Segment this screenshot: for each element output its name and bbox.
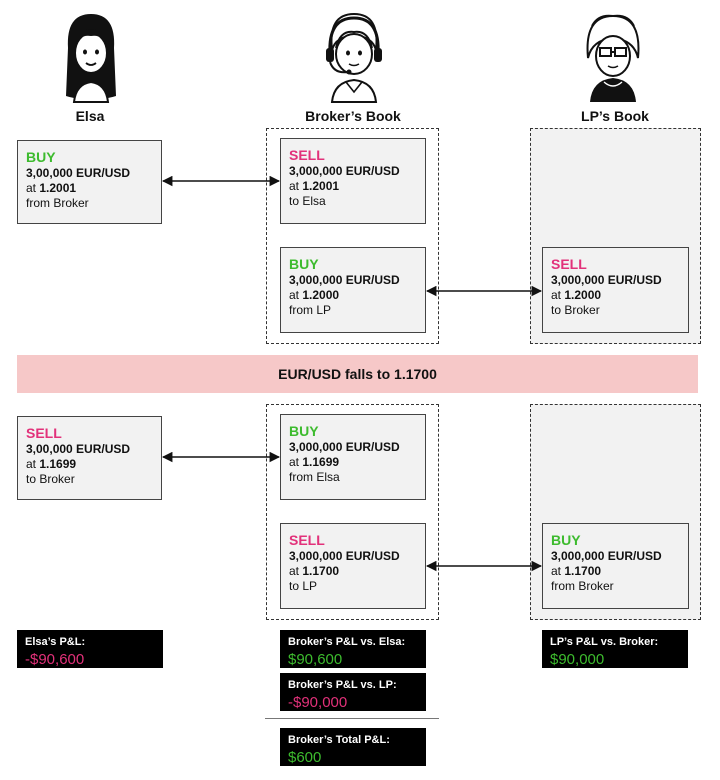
broker-trade-card-bottom-1: BUY 3,000,000 EUR/USD at 1.1699 from Els… [280, 414, 426, 500]
trade-price-line: at 1.1699 [26, 457, 153, 472]
pnl-label: Broker’s P&L vs. Elsa: [288, 636, 406, 648]
trade-price: 1.1700 [564, 564, 602, 578]
trade-side: BUY [26, 149, 56, 165]
trade-price-line: at 1.2000 [289, 288, 417, 303]
pnl-label: LP’s P&L vs. Broker: [550, 636, 659, 648]
trade-side: BUY [551, 532, 581, 548]
trade-amount: 3,000,000 EUR/USD [289, 440, 400, 454]
trade-price-line: at 1.2001 [289, 179, 417, 194]
column-title-broker: Broker’s Book [305, 108, 401, 124]
pnl-value: -$90,600 [25, 651, 85, 668]
broker-pnl-vs-elsa-box: Broker’s P&L vs. Elsa: $90,600 [280, 630, 426, 668]
price-prefix: at [289, 564, 303, 578]
trade-amount: 3,00,000 EUR/USD [26, 166, 131, 180]
trade-amount: 3,000,000 EUR/USD [551, 273, 662, 287]
pnl-label: Broker’s P&L vs. LP: [288, 679, 397, 691]
trade-price-line: at 1.1700 [289, 564, 417, 579]
broker-total-pnl-box: Broker’s Total P&L: $600 [280, 728, 426, 766]
lp-pnl-box: LP’s P&L vs. Broker: $90,000 [542, 630, 688, 668]
trade-price-line: at 1.2001 [26, 181, 153, 196]
trade-party: from Elsa [289, 470, 340, 484]
trade-party: from Broker [551, 579, 614, 593]
lp-trade-card-bottom: BUY 3,000,000 EUR/USD at 1.1700 from Bro… [542, 523, 689, 609]
trade-side: BUY [289, 256, 319, 272]
trade-price: 1.1700 [302, 564, 340, 578]
trade-party: to Broker [26, 472, 75, 486]
broker-trade-card-top-1: SELL 3,000,000 EUR/USD at 1.2001 to Elsa [280, 138, 426, 224]
pnl-value: $90,600 [288, 651, 343, 668]
price-prefix: at [289, 288, 303, 302]
trade-party: to LP [289, 579, 318, 593]
trade-party: from Broker [26, 196, 89, 210]
price-prefix: at [26, 181, 40, 195]
trade-amount: 3,000,000 EUR/USD [289, 164, 400, 178]
column-title-elsa: Elsa [75, 108, 105, 124]
trade-price: 1.2001 [302, 179, 340, 193]
trade-price: 1.2001 [39, 181, 77, 195]
trade-price: 1.2000 [564, 288, 602, 302]
trade-side: SELL [26, 425, 62, 441]
lp-avatar-icon [586, 14, 640, 102]
elsa-pnl-box: Elsa’s P&L: -$90,600 [17, 630, 163, 668]
trade-price: 1.1699 [39, 457, 77, 471]
broker-trade-card-top-2: BUY 3,000,000 EUR/USD at 1.2000 from LP [280, 247, 426, 333]
trade-party: to Elsa [289, 194, 326, 208]
price-prefix: at [289, 455, 303, 469]
lp-trade-card-top: SELL 3,000,000 EUR/USD at 1.2000 to Brok… [542, 247, 689, 333]
trade-price: 1.2000 [302, 288, 340, 302]
price-prefix: at [551, 288, 565, 302]
trade-price: 1.1699 [302, 455, 340, 469]
trade-party: from LP [289, 303, 332, 317]
trade-side: BUY [289, 423, 319, 439]
trade-amount: 3,000,000 EUR/USD [551, 549, 662, 563]
elsa-avatar-icon [66, 14, 116, 103]
price-prefix: at [289, 179, 303, 193]
pnl-value: $600 [288, 749, 322, 766]
broker-book-top [266, 128, 439, 344]
trade-price-line: at 1.1699 [289, 455, 417, 470]
trade-party: to Broker [551, 303, 600, 317]
total-divider [265, 718, 439, 719]
trade-side: SELL [289, 532, 325, 548]
pnl-label: Broker’s Total P&L: [288, 734, 390, 746]
broker-trade-card-bottom-2: SELL 3,000,000 EUR/USD at 1.1700 to LP [280, 523, 426, 609]
trade-amount: 3,000,000 EUR/USD [289, 549, 400, 563]
elsa-trade-card-top: BUY 3,00,000 EUR/USD at 1.2001 from Brok… [17, 140, 162, 224]
price-prefix: at [551, 564, 565, 578]
broker-pnl-vs-lp-box: Broker’s P&L vs. LP: -$90,000 [280, 673, 426, 711]
pnl-label: Elsa’s P&L: [25, 636, 86, 648]
pnl-value: -$90,000 [288, 694, 348, 711]
column-title-lp: LP’s Book [581, 108, 649, 124]
elsa-trade-card-bottom: SELL 3,00,000 EUR/USD at 1.1699 to Broke… [17, 416, 162, 500]
trade-side: SELL [289, 147, 325, 163]
trade-side: SELL [551, 256, 587, 272]
trade-price-line: at 1.1700 [551, 564, 680, 579]
trade-price-line: at 1.2000 [551, 288, 680, 303]
broker-book-bottom [266, 404, 439, 620]
broker-avatar-icon [326, 12, 382, 103]
market-move-banner: EUR/USD falls to 1.1700 [17, 355, 698, 393]
trade-amount: 3,000,000 EUR/USD [289, 273, 400, 287]
price-prefix: at [26, 457, 40, 471]
pnl-value: $90,000 [550, 651, 605, 668]
trade-amount: 3,00,000 EUR/USD [26, 442, 131, 456]
